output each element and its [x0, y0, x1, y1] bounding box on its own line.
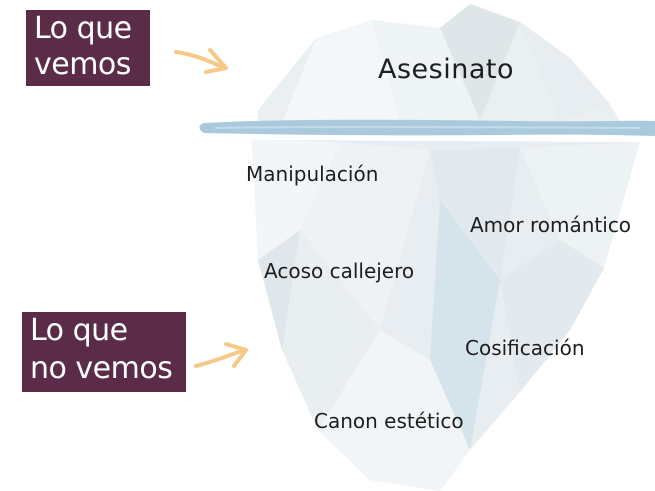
arrow-right-icon	[174, 48, 228, 74]
label-cosificacion: Cosificación	[465, 336, 585, 360]
hidden-tag-line1: Lo que	[30, 313, 128, 348]
label-amor-romantico: Amor romántico	[470, 213, 632, 237]
label-canon-estetico: Canon estético	[314, 409, 464, 433]
label-asesinato: Asesinato	[378, 54, 514, 85]
hidden-tag-line2: no vemos	[30, 351, 173, 386]
arrow-right-icon	[194, 342, 248, 368]
visible-part-tag: Lo que vemos	[26, 10, 150, 86]
visible-tag-line2: vemos	[34, 47, 131, 82]
visible-tag-line1: Lo que	[34, 11, 132, 46]
hidden-part-tag: Lo que no vemos	[22, 312, 186, 392]
label-acoso-callejero: Acoso callejero	[264, 259, 415, 283]
label-manipulacion: Manipulación	[246, 162, 379, 186]
